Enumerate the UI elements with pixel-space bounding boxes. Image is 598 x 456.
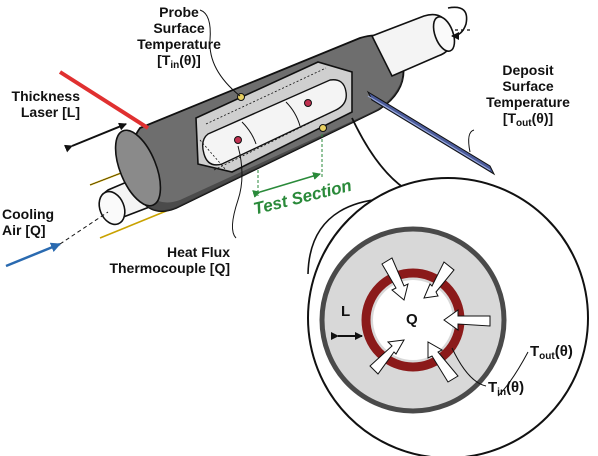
cooling-air-arrow — [5, 242, 61, 268]
pipe-assembly — [89, 6, 496, 239]
thickness-laser-label: Thickness Laser [L] — [0, 88, 80, 120]
thickness-laser-line1: Thickness — [11, 88, 80, 104]
wall-hatch — [205, 67, 327, 125]
probe-temp-line2: Surface — [153, 20, 205, 36]
tin-leader — [451, 347, 487, 387]
cross-section-callout — [307, 117, 589, 456]
pipe-right-end — [370, 6, 470, 78]
laser-double-arrow — [64, 122, 127, 153]
q-label: Q — [406, 311, 418, 328]
heat-flux-leader — [232, 145, 243, 239]
deposit-temp-line1: Deposit — [502, 62, 554, 78]
probe-temp-leader — [199, 9, 241, 97]
probe-thermocouple-dot — [319, 124, 327, 132]
heat-flow-arrows — [369, 257, 491, 383]
heat-flux-dot — [234, 136, 242, 144]
deposit-temp-line3: Temperature — [486, 94, 570, 110]
tout-label: Tout(θ) — [530, 343, 573, 362]
heat-flux-dot — [304, 99, 312, 107]
deposit-probe-rod — [366, 90, 496, 176]
tin-label: Tin(θ) — [488, 379, 525, 398]
deposit-temp-label: Deposit Surface Temperature [Tout(θ)] — [478, 62, 578, 129]
probe-temp-line4: [Tin(θ)] — [157, 52, 201, 71]
heat-flux-line2: Thermocouple [Q] — [109, 260, 230, 276]
heat-flux-line1: Heat Flux — [166, 244, 230, 260]
inner-core — [373, 280, 453, 360]
pipe-segment-line — [241, 121, 257, 145]
thickness-laser-beam — [58, 70, 150, 130]
pipe-segment-line — [285, 101, 301, 127]
wall-hatch — [213, 107, 341, 171]
cooling-air-line1: Cooling — [2, 206, 55, 222]
tout-leader — [497, 351, 529, 397]
cooling-air-line2: Air [Q] — [2, 222, 46, 238]
thickness-laser-line2: Laser [L] — [20, 104, 80, 120]
wall-hatch — [199, 139, 227, 171]
deposit-temp-line2: Surface — [502, 78, 554, 94]
test-section-dimension — [252, 134, 323, 198]
pipe-axis-dashed — [59, 211, 109, 245]
probe-temp-line1: Probe — [159, 4, 199, 20]
deposit-temp-line4: [Tout(θ)] — [502, 110, 554, 129]
deposit-temp-leader — [468, 129, 475, 153]
probe-temp-line3: Temperature — [137, 36, 221, 52]
cooling-air-label: Cooling Air [Q] — [2, 206, 54, 238]
probe-temp-label: Probe Surface Temperature [Tin(θ)] — [130, 4, 228, 71]
l-label: L — [341, 303, 351, 320]
heat-flux-label: Heat Flux Thermocouple [Q] — [78, 244, 230, 276]
